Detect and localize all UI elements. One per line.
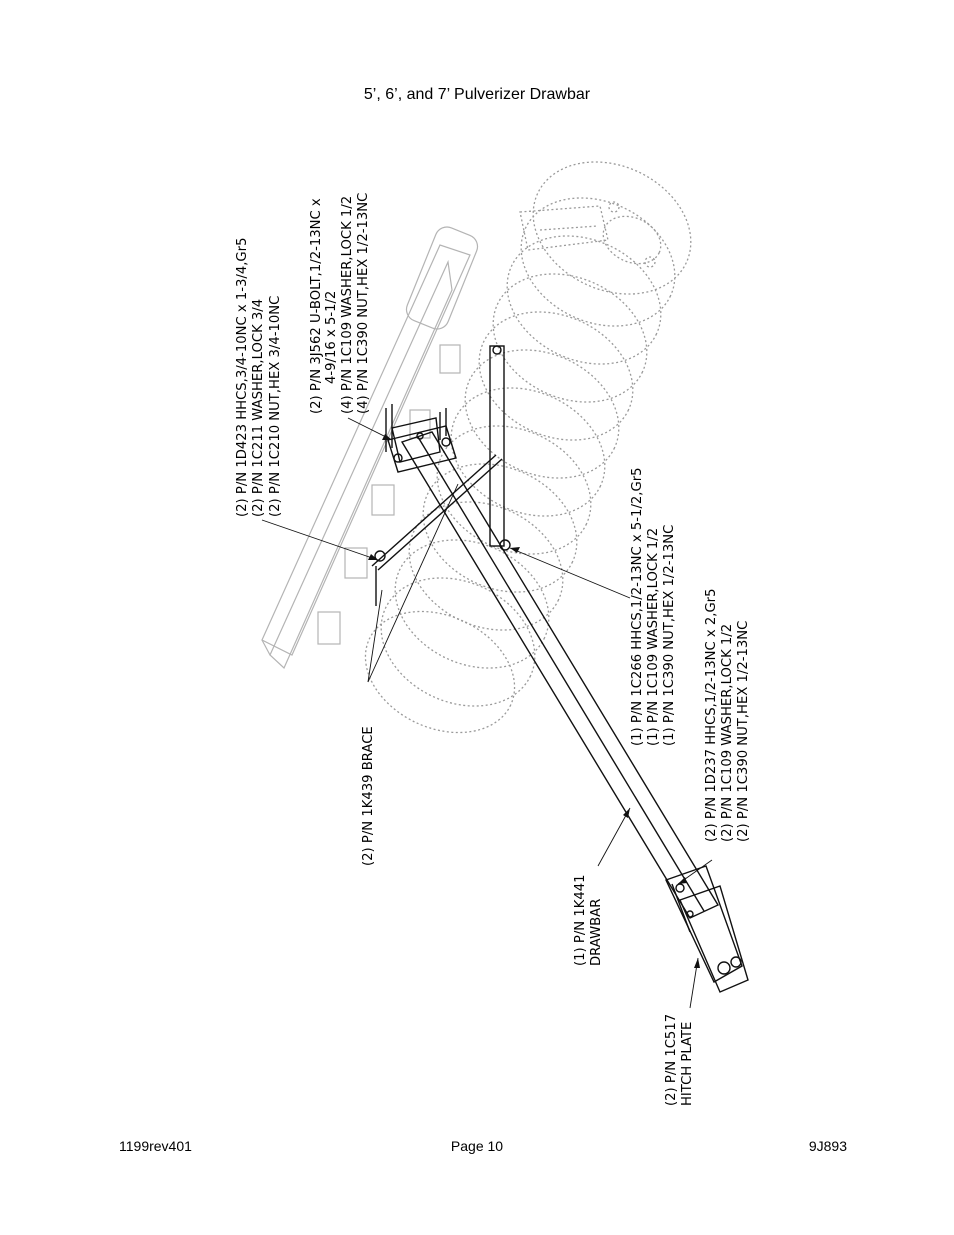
callout-line: (2) P/N 1C517 [664, 1014, 679, 1106]
pulverizer-frame [261, 205, 609, 670]
callout-line: (2) P/N 1C390 NUT,HEX 1/2-13NC [736, 621, 751, 842]
hitch-plate [665, 865, 749, 993]
callout-line: HITCH PLATE [680, 1022, 695, 1106]
callout-hhcs-1d237: (2) P/N 1D237 HHCS,1/2-13NC x 2,Gr5 (2) … [704, 589, 751, 842]
callout-line: (2) P/N 1D423 HHCS,3/4-10NC x 1-3/4,Gr5 [235, 238, 250, 517]
callout-line: (1) P/N 1C109 WASHER,LOCK 1/2 [646, 528, 661, 746]
drawbar [391, 417, 720, 919]
callout-line: (2) P/N 1C210 NUT,HEX 3/4-10NC [268, 296, 283, 517]
ubolt-mount [385, 404, 457, 473]
leader-lines [261, 417, 713, 1009]
footer-revision: 1199rev401 [119, 1138, 192, 1154]
callout-line: 4-9/16 x 5-1/2 [324, 291, 339, 384]
footer-page-number: Page 10 [450, 1138, 504, 1154]
callout-brace: (2) P/N 1K439 BRACE [361, 726, 376, 866]
callout-line: (2) P/N 1C109 WASHER,LOCK 1/2 [720, 624, 735, 842]
callout-line: (1) P/N 1C266 HHCS,1/2-13NC x 5-1/2,Gr5 [630, 467, 645, 746]
callout-ubolt: (2) P/N 3J562 U-BOLT,1/2-13NC x 4-9/16 x… [309, 193, 371, 414]
callout-hhcs-1c266: (1) P/N 1C266 HHCS,1/2-13NC x 5-1/2,Gr5 … [630, 467, 677, 746]
brace-bars [371, 345, 511, 606]
callout-hitch-plate: (2) P/N 1C517 HITCH PLATE [664, 1014, 695, 1106]
callout-drawbar: (1) P/N 1K441 DRAWBAR [573, 874, 604, 966]
callout-line: (2) P/N 3J562 U-BOLT,1/2-13NC x [309, 198, 324, 414]
callout-line: (4) P/N 1C109 WASHER,LOCK 1/2 [340, 196, 355, 414]
callout-hhcs-3-4: (2) P/N 1D423 HHCS,3/4-10NC x 1-3/4,Gr5 … [235, 238, 283, 517]
callout-line: (4) P/N 1C390 NUT,HEX 1/2-13NC [356, 193, 371, 414]
page-title: 5’, 6’, and 7’ Pulverizer Drawbar [363, 86, 591, 103]
footer-part-number: 9J893 [808, 1138, 847, 1154]
callout-line: (2) P/N 1C211 WASHER,LOCK 3/4 [251, 299, 266, 517]
callout-line: (2) P/N 1K439 BRACE [361, 726, 376, 866]
callout-line: DRAWBAR [589, 899, 604, 966]
callout-line: (1) P/N 1K441 [573, 874, 588, 966]
callout-line: (2) P/N 1D237 HHCS,1/2-13NC x 2,Gr5 [704, 589, 719, 842]
callout-line: (1) P/N 1C390 NUT,HEX 1/2-13NC [662, 525, 677, 746]
